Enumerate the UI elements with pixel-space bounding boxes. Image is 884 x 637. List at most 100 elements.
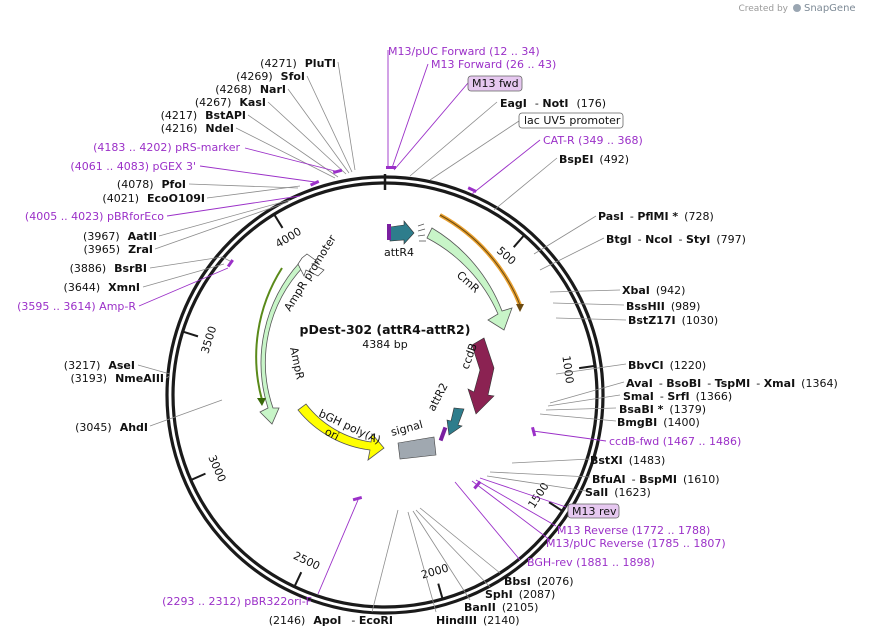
leader-plut1 (337, 61, 356, 171)
site-lacuv5: lac UV5 promoter (518, 112, 624, 129)
tick-mark-2000 (437, 583, 444, 600)
site-pbr322ori: (2293 .. 2312) pBR322ori-F (162, 595, 312, 608)
site-m13fwdbox: M13 fwd (467, 75, 523, 92)
tick-mark-4000 (273, 213, 284, 229)
leader-ampr-primer (138, 267, 229, 307)
site-catr: CAT-R (349 .. 368) (543, 134, 643, 147)
leader-bstxi (511, 458, 591, 464)
feature-attr4-arrow (389, 220, 415, 245)
leader-bfuai (489, 471, 591, 478)
site-zrai: (3965)ZraI (84, 243, 154, 256)
site-bsshii: BssHII(989) (626, 300, 700, 313)
snapgene-logo-icon (793, 4, 801, 12)
leader-lacuv5 (429, 120, 520, 181)
leader-xbai (549, 289, 621, 293)
leader-bmgbi (539, 413, 617, 422)
feature-label-ampr: AmpR (287, 346, 307, 381)
leader-m13forward (391, 63, 429, 169)
feature-ori-arrow (297, 403, 385, 461)
site-ndei: (4216)NdeI (161, 122, 234, 135)
site-asei: (3217)AseI (64, 359, 135, 372)
brand-name: SnapGene (804, 3, 856, 14)
tick-mark-1000 (579, 364, 596, 370)
site-m13pucrev: M13/pUC Reverse (1785 .. 1807) (546, 537, 726, 550)
tick-label-1500: 1500 (525, 480, 551, 511)
site-bsrbi: (3886)BsrBI (70, 262, 147, 275)
site-labels: (4271)PluTI (4269)SfoI (4268)NarI (4267)… (17, 45, 838, 627)
site-nmeaiii: (3193)NmeAIII (71, 372, 165, 385)
m13-rev-box-label: M13 rev (572, 505, 617, 518)
site-eagi: EagI- NotI(176) (500, 97, 606, 110)
site-bbsi: BbsI(2076) (504, 575, 573, 588)
leader-aatii (158, 199, 291, 237)
leader-bstz17i (555, 317, 627, 321)
leader-pgex3 (199, 165, 316, 183)
leader-bstapi (247, 114, 339, 178)
leader-pfoi (188, 183, 299, 189)
site-m13revbox: M13 rev (567, 503, 620, 519)
feature-ccdb-arrow (467, 337, 495, 415)
site-bfuai: BfuAI- BspMI(1610) (592, 473, 720, 486)
feature-label-attr2: attR2 (425, 381, 451, 414)
tick-label-2500: 2500 (291, 549, 322, 573)
leader-zrai (154, 201, 289, 250)
leader-eagi (409, 101, 498, 177)
leader-lines (137, 50, 627, 613)
site-m13reverse: M13 Reverse (1772 .. 1788) (557, 524, 710, 537)
feature-label-attr4: attR4 (384, 246, 414, 259)
site-avai: AvaI- BsoBI- TspMI- XmaI(1364) (626, 377, 838, 390)
lac-uv5-box-label: lac UV5 promoter (524, 114, 621, 127)
leader-bsabi (545, 407, 617, 411)
leader-bsrbi (149, 256, 233, 269)
site-aatii: (3967)AatII (83, 230, 157, 243)
site-nari: (4268)NarI (215, 83, 286, 96)
site-sali: SalI(1623) (585, 486, 651, 499)
site-m13forward: M13 Forward (26 .. 43) (431, 58, 556, 71)
site-pfoi: (4078)PfoI (117, 178, 186, 191)
leader-bghrev (454, 481, 521, 561)
leader-m13reverse (475, 479, 557, 527)
m13-fwd-box-label: M13 fwd (472, 77, 519, 90)
tick-label-2000: 2000 (420, 562, 450, 582)
tick-mark-2500 (293, 571, 303, 588)
leader-sfoi (306, 75, 353, 173)
tick-label-3000: 3000 (205, 453, 228, 484)
site-xbai: XbaI(942) (622, 284, 685, 297)
feature-ampr-arrow (259, 261, 305, 425)
feature-signal-block (397, 436, 437, 460)
leader-m13fwdbox (393, 82, 469, 171)
primer-mark-ampr (226, 259, 234, 268)
site-hindiii: HindIII(2140) (436, 614, 520, 627)
leader-kasi (267, 101, 347, 175)
feature-lac-uv5-arc-edge (439, 214, 521, 306)
m13-rev-box (567, 503, 620, 519)
lac-arrowhead-icon (516, 304, 524, 312)
site-banii: BanII(2105) (464, 601, 538, 614)
leader-eco0109i (206, 185, 301, 199)
brand-created-by: Created by (738, 4, 788, 14)
site-bstapi: (4217)BstAPI (161, 109, 246, 122)
leader-sali (486, 475, 587, 492)
leader-sphi (415, 509, 491, 588)
site-pgex3: (4061 .. 4083) pGEX 3' (70, 160, 196, 173)
tick-mark-1500 (548, 501, 563, 512)
leader-m13pucrev (471, 480, 551, 541)
leader-btgi (539, 237, 605, 271)
leader-m13revbox (479, 477, 567, 508)
map-length: 4384 bp (362, 338, 407, 351)
plasmid-backbone (165, 174, 605, 615)
backbone-outer-circle (165, 175, 605, 615)
leader-apoi (371, 509, 399, 613)
tick-label-4000: 4000 (273, 225, 304, 251)
leader-nari (287, 88, 350, 174)
site-bstxi: BstXI(1483) (590, 454, 665, 467)
primer-mark-catr (467, 186, 477, 193)
attr4-hatch (417, 223, 426, 242)
site-bbvci: BbvCI(1220) (628, 359, 706, 372)
leader-xmni (142, 263, 225, 288)
leader-avai (549, 381, 625, 404)
site-ampr-primer: (3595 .. 3614) Amp-R (17, 300, 136, 313)
leader-bbvci (555, 363, 627, 375)
